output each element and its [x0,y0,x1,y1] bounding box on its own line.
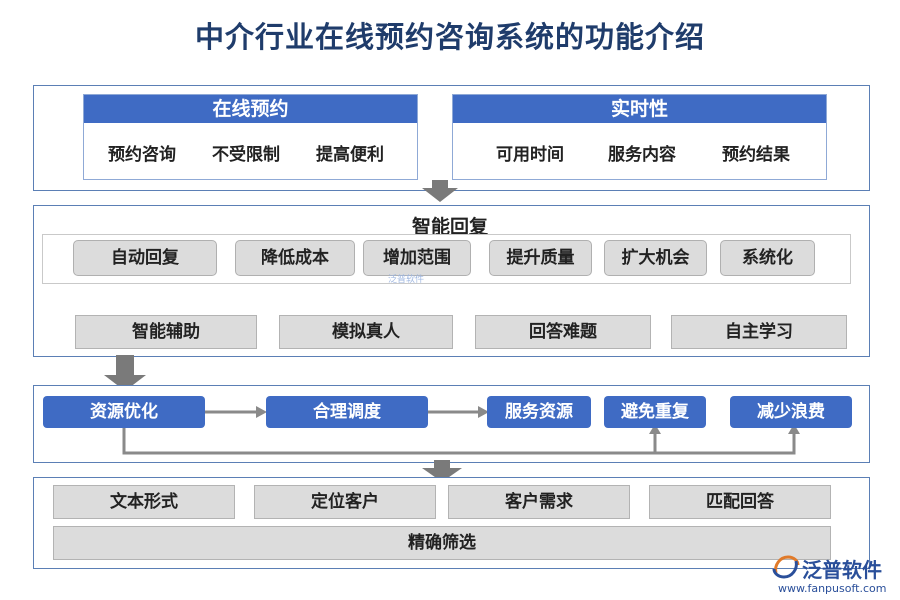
online-booking-box: 在线预约 预约咨询 不受限制 提高便利 [83,94,418,180]
online-booking-item: 预约咨询 [108,145,176,165]
realtime-item: 服务内容 [608,145,676,165]
smart-reply-feature: 智能辅助 [75,315,257,349]
text-match-feature: 匹配回答 [649,485,831,519]
watermark: 泛普软件 [388,275,425,285]
smart-reply-feature: 自主学习 [671,315,847,349]
reduce-waste-step: 减少浪费 [730,396,852,428]
smart-reply-pill: 系统化 [720,240,815,276]
realtime-item: 预约结果 [722,145,790,165]
down-arrow-icon [104,355,146,391]
text-match-feature: 定位客户 [254,485,436,519]
realtime-box: 实时性 可用时间 服务内容 预约结果 [452,94,827,180]
fanpu-logo-icon [772,555,800,579]
realtime-header: 实时性 [453,95,826,123]
realtime-item: 可用时间 [496,145,564,165]
smart-reply-title: 智能回复 [411,216,488,238]
smart-reply-pill: 自动回复 [73,240,217,276]
online-booking-item: 不受限制 [212,145,280,165]
down-arrow-icon [422,180,458,202]
smart-reply-pill: 降低成本 [235,240,355,276]
text-match-feature: 文本形式 [53,485,235,519]
smart-reply-pill: 扩大机会 [604,240,707,276]
smart-reply-feature: 模拟真人 [279,315,453,349]
logo-name: 泛普软件 [802,558,882,582]
avoid-duplication-step: 避免重复 [604,396,706,428]
service-resource-step: 服务资源 [487,396,591,428]
smart-reply-feature: 回答难题 [475,315,651,349]
logo-url: www.fanpusoft.com [778,582,887,595]
smart-reply-pill: 提升质量 [489,240,592,276]
down-arrow-icon [422,460,462,482]
online-booking-item: 提高便利 [316,145,384,165]
precise-filtering-bar: 精确筛选 [53,526,831,560]
text-match-feature: 客户需求 [448,485,630,519]
reasonable-scheduling-step: 合理调度 [266,396,428,428]
flow-connectors [122,406,800,455]
smart-reply-pill: 增加范围 [363,240,471,276]
resource-optimization-step: 资源优化 [43,396,205,428]
online-booking-header: 在线预约 [84,95,417,123]
page-title: 中介行业在线预约咨询系统的功能介绍 [194,20,705,54]
